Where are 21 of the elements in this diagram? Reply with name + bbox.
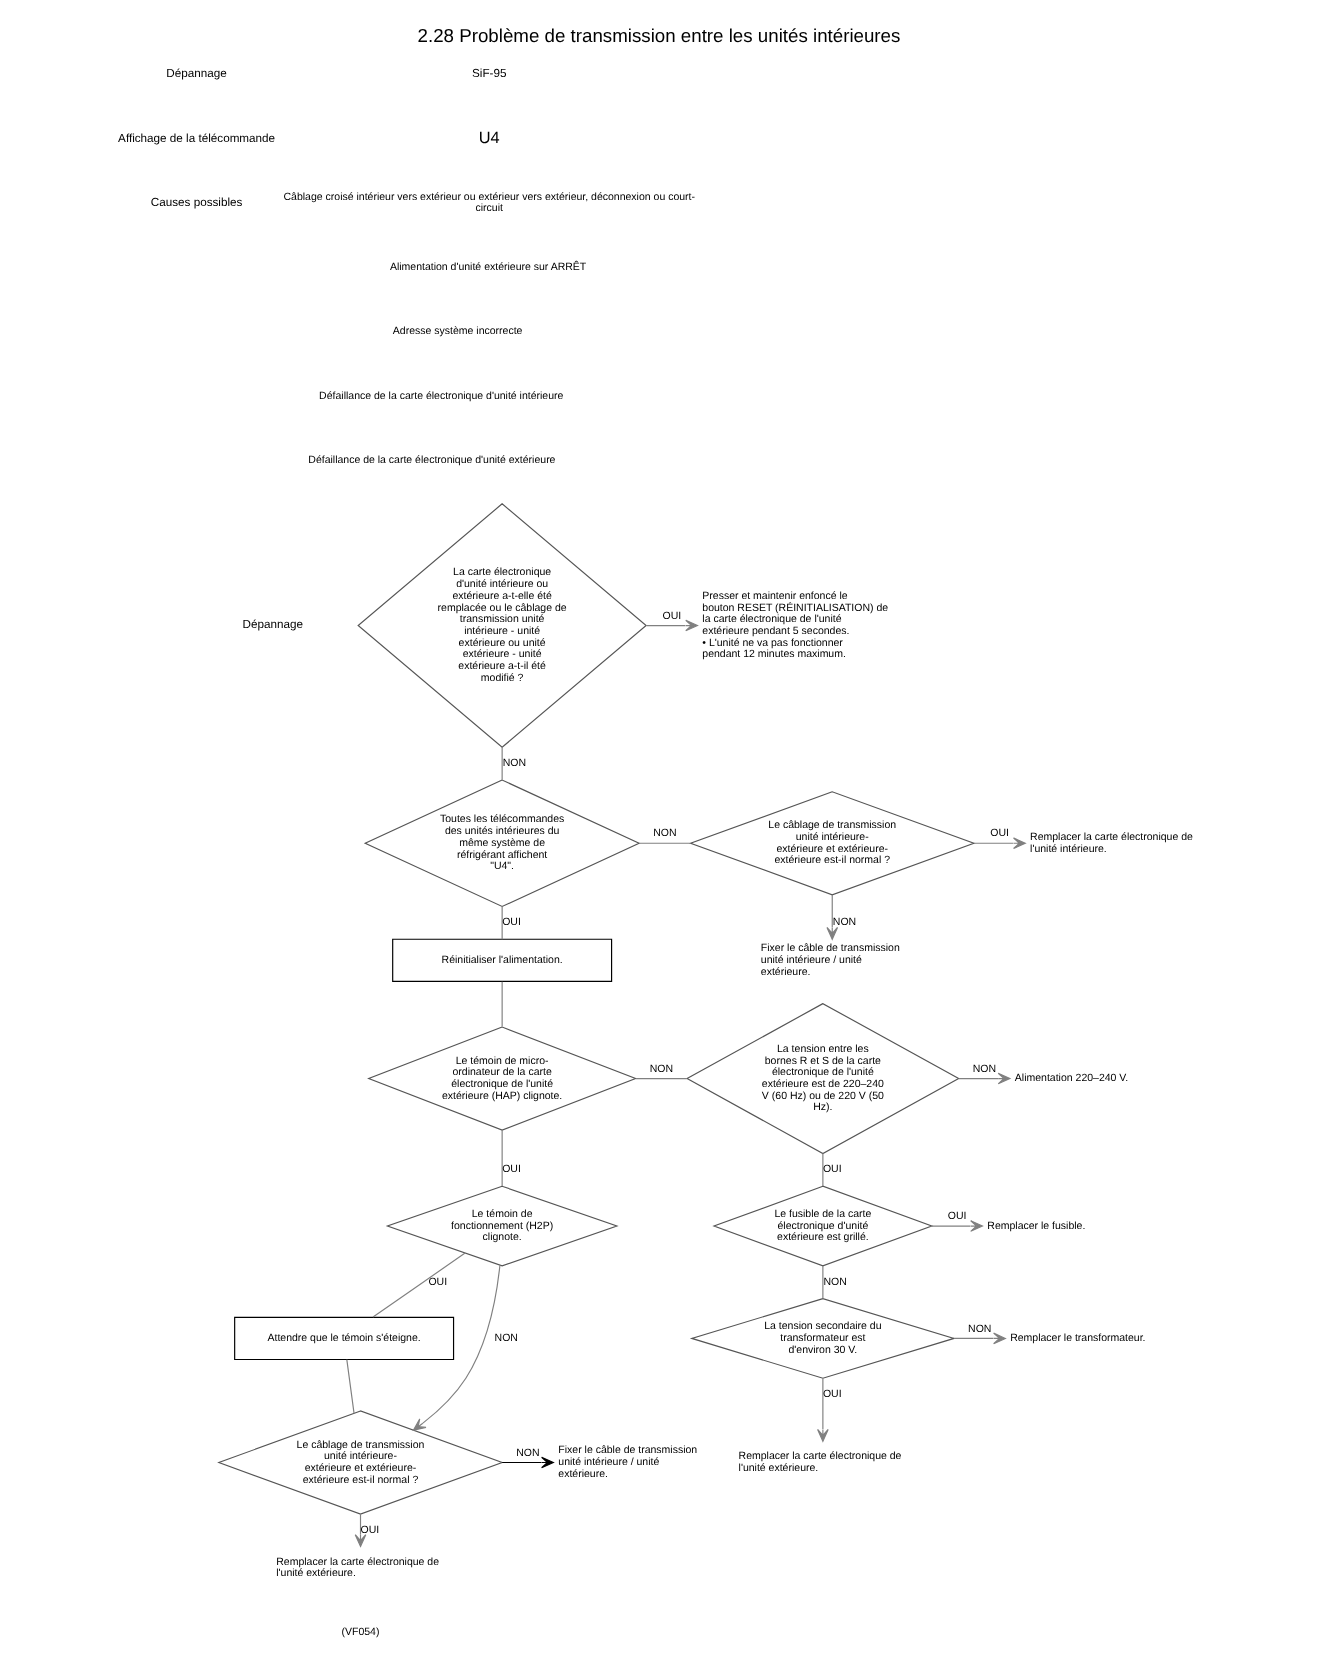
diagram-title: 2.28 Problème de transmission entre les unités intérieures bbox=[417, 25, 901, 46]
connector bbox=[346, 1358, 355, 1413]
connector bbox=[822, 1264, 824, 1298]
arrow bbox=[645, 618, 699, 631]
arrow bbox=[354, 1512, 367, 1546]
arrow bbox=[501, 1455, 554, 1468]
connector bbox=[372, 1251, 466, 1317]
connector bbox=[822, 1152, 824, 1186]
connector bbox=[638, 841, 691, 843]
arrow bbox=[973, 836, 1026, 849]
arrow bbox=[826, 893, 839, 939]
connector bbox=[501, 980, 503, 1027]
arrow bbox=[817, 1376, 829, 1441]
connector bbox=[501, 745, 503, 780]
connector bbox=[501, 1128, 503, 1186]
arrow bbox=[412, 1263, 501, 1430]
arrow bbox=[931, 1219, 983, 1231]
arrow bbox=[958, 1071, 1011, 1084]
connector bbox=[635, 1076, 688, 1079]
connector bbox=[501, 904, 503, 939]
arrow bbox=[953, 1331, 1006, 1344]
